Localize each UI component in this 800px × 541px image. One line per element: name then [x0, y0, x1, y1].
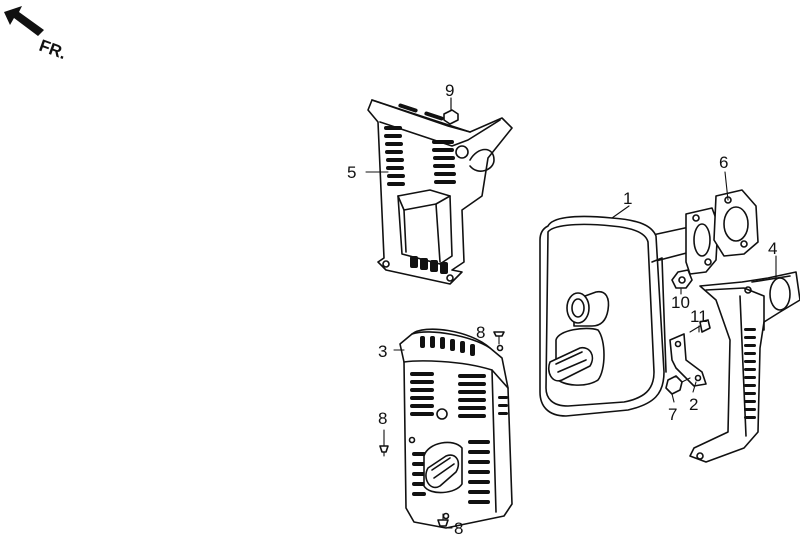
callout-7: 7: [668, 405, 677, 424]
callout-6: 6: [719, 153, 728, 172]
part-6-gasket: [713, 189, 759, 257]
leader-lines: [365, 97, 777, 529]
part-8-screw-bottom: [437, 513, 449, 527]
callout-8-top: 8: [476, 323, 485, 342]
part-3-front-cover: [399, 328, 513, 529]
part-4-side-shield: [689, 271, 800, 463]
part-10-nut: [671, 269, 693, 289]
part-8-screw-top: [493, 331, 505, 345]
front-direction-indicator: FR.: [4, 6, 69, 63]
callout-8-left: 8: [378, 409, 387, 428]
callout-labels: 1 2 3 4 5 6 7 8 8 8 9 10 11: [347, 81, 777, 538]
callout-2: 2: [689, 395, 698, 414]
callout-10: 10: [671, 293, 690, 312]
part-4-vent-slots: [744, 328, 756, 419]
front-direction-label: FR.: [37, 36, 69, 63]
front-arrow-icon: [4, 6, 44, 36]
part-5-rear-shield: [367, 99, 513, 285]
part-3-side-vents: [410, 372, 508, 504]
callout-11: 11: [690, 307, 708, 326]
callout-1: 1: [623, 189, 632, 208]
callout-8-bottom: 8: [454, 519, 463, 538]
part-7-bolt: [665, 375, 691, 395]
callout-5: 5: [347, 163, 356, 182]
callout-4: 4: [768, 239, 777, 258]
part-5-vent-slots: [384, 126, 456, 274]
part-1-muffler: [539, 207, 719, 417]
callout-9: 9: [445, 81, 454, 100]
part-3-top-vents: [420, 336, 475, 356]
part-11-bolt: [689, 319, 711, 333]
part-8-screw-left: [379, 445, 389, 457]
callout-3: 3: [378, 342, 387, 361]
part-2-bracket: [669, 333, 707, 387]
